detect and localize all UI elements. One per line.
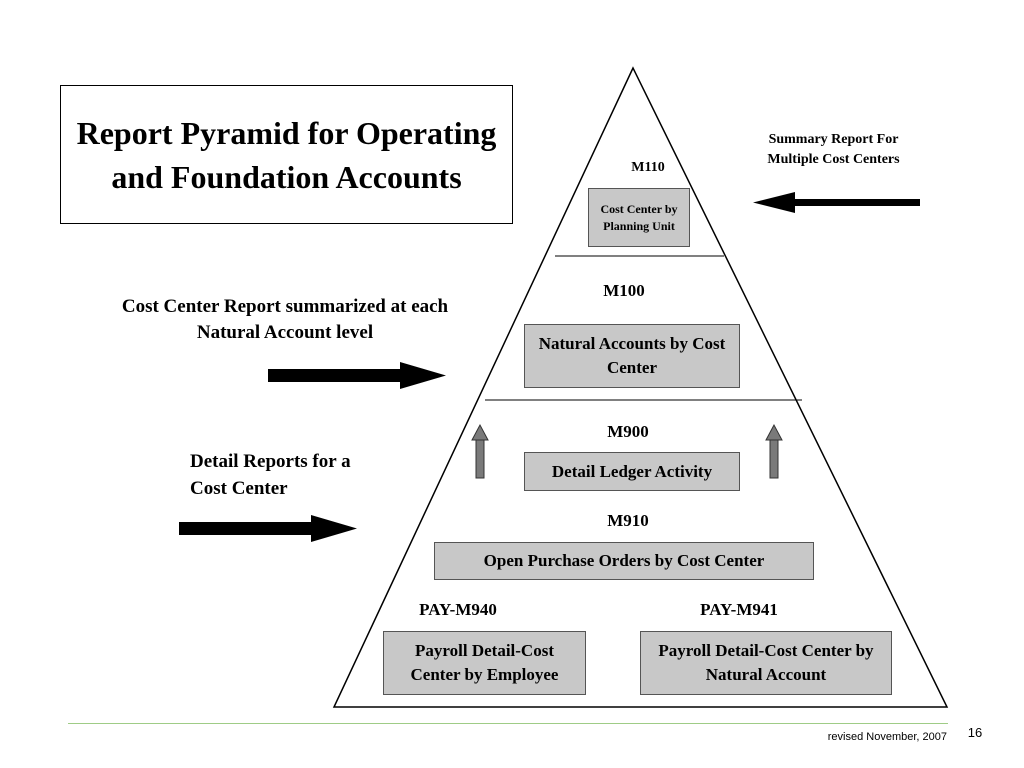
m110-box-label: Cost Center by Planning Unit xyxy=(600,201,678,233)
m910-box: Open Purchase Orders by Cost Center xyxy=(434,542,814,580)
m910-box-label: Open Purchase Orders by Cost Center xyxy=(483,551,765,570)
m940-box-label: Payroll Detail-Cost Center by Employee xyxy=(410,641,559,684)
m100-code: M100 xyxy=(603,281,645,300)
detail-arrow-icon xyxy=(179,515,357,542)
revised-date: revised November, 2007 xyxy=(827,731,947,743)
footer-divider xyxy=(68,723,948,724)
m900-code: M900 xyxy=(607,422,649,441)
natural-arrow-icon xyxy=(268,362,446,389)
up-arrow-left-icon xyxy=(471,423,489,479)
up-arrow-right-icon xyxy=(765,423,783,479)
detail-note: Detail Reports for a Cost Center xyxy=(190,451,351,499)
page-number: 16 xyxy=(967,725,983,740)
slide-title: Report Pyramid for Operating and Foundat… xyxy=(60,85,513,224)
m110-code: M110 xyxy=(631,160,665,175)
m100-box: Natural Accounts by Cost Center xyxy=(524,324,740,388)
natural-account-note: Cost Center Report summarized at each Na… xyxy=(121,296,449,343)
summary-arrow-icon xyxy=(753,192,920,213)
m940-code: PAY-M940 xyxy=(419,600,497,619)
m900-box-label: Detail Ledger Activity xyxy=(551,461,713,481)
m100-box-label: Natural Accounts by Cost Center xyxy=(538,334,726,377)
m941-box-label: Payroll Detail-Cost Center by Natural Ac… xyxy=(658,641,874,684)
m940-box: Payroll Detail-Cost Center by Employee xyxy=(383,631,586,695)
m941-code: PAY-M941 xyxy=(700,600,778,619)
m910-code: M910 xyxy=(607,511,649,530)
m941-box: Payroll Detail-Cost Center by Natural Ac… xyxy=(640,631,892,695)
summary-note: Summary Report For Multiple Cost Centers xyxy=(767,132,900,167)
m900-box: Detail Ledger Activity xyxy=(524,452,740,491)
m110-box: Cost Center by Planning Unit xyxy=(588,188,690,247)
